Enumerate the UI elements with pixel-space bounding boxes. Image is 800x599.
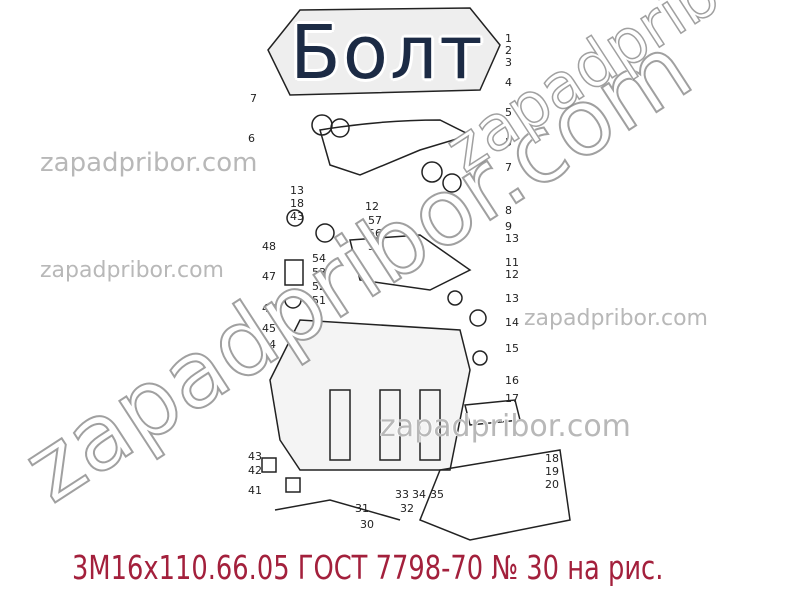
part-number-label: 42	[248, 464, 262, 477]
part-number-label: 15	[505, 342, 519, 355]
part-number-label: 18	[290, 197, 304, 210]
part-number-label: 7	[505, 161, 512, 174]
part-number-label: 55	[368, 240, 382, 253]
part-number-label: 13	[505, 232, 519, 245]
rod	[464, 399, 521, 426]
watermark: zapadpribor.com	[40, 258, 224, 283]
part-number-label: 13	[290, 184, 304, 197]
valve-cover	[267, 7, 501, 96]
part-number-label: 34	[412, 488, 426, 501]
part-number-label: 41	[248, 484, 262, 497]
part-number-label: 2	[505, 44, 512, 57]
part-number-label: 32	[400, 502, 414, 515]
part-number-label: 51	[312, 294, 326, 307]
part-number-label: 11	[505, 256, 519, 269]
part-number-label: 33	[395, 488, 409, 501]
page-title: Болт	[290, 10, 485, 96]
part-number-label: 57	[368, 214, 382, 227]
part-number-label: 13	[505, 292, 519, 305]
part-number-label: 48	[262, 240, 276, 253]
part-number-label: 12	[505, 268, 519, 281]
part-number-label: 35	[430, 488, 444, 501]
part-number-label: 16	[505, 374, 519, 387]
part-number-label: 43	[248, 450, 262, 463]
part-number-label: 1	[505, 32, 512, 45]
part-number-label: 6	[248, 132, 255, 145]
watermark: zapadpribor.com	[380, 409, 631, 444]
part-number-label: 45	[262, 322, 276, 335]
part-number-label: 30	[360, 518, 374, 531]
part-caption: 3М16x110.66.05 ГОСТ 7798-70 № 30 на рис.	[72, 548, 664, 587]
lower-housing	[419, 449, 571, 541]
part-number-label: 43	[290, 210, 304, 223]
part-number-label: 3	[505, 56, 512, 69]
part-number-label: 53	[312, 266, 326, 279]
part-number-label: 44	[262, 338, 276, 351]
part-number-label: 19	[545, 465, 559, 478]
part-number-label: 7	[250, 92, 257, 105]
part-number-label: 9	[505, 220, 512, 233]
part-number-label: 46	[262, 302, 276, 315]
part-number-label: 12	[365, 200, 379, 213]
rocker-arm-lower	[349, 234, 472, 291]
part-number-label: 52	[312, 280, 326, 293]
watermark: zapadpribor.com	[524, 306, 708, 331]
part-number-label: 31	[355, 502, 369, 515]
part-number-label: 18	[545, 452, 559, 465]
part-number-label: 5	[505, 136, 512, 149]
part-number-label: 47	[262, 270, 276, 283]
part-number-label: 54	[312, 252, 326, 265]
part-number-label: 5	[505, 106, 512, 119]
part-number-label: 17	[505, 392, 519, 405]
part-number-label: 14	[505, 316, 519, 329]
part-number-label: 8	[505, 204, 512, 217]
watermark: zapadpribor.com	[40, 148, 258, 178]
rocker-arm	[319, 119, 473, 176]
part-number-label: 20	[545, 478, 559, 491]
part-number-label: 56	[368, 227, 382, 240]
part-number-label: 4	[505, 76, 512, 89]
